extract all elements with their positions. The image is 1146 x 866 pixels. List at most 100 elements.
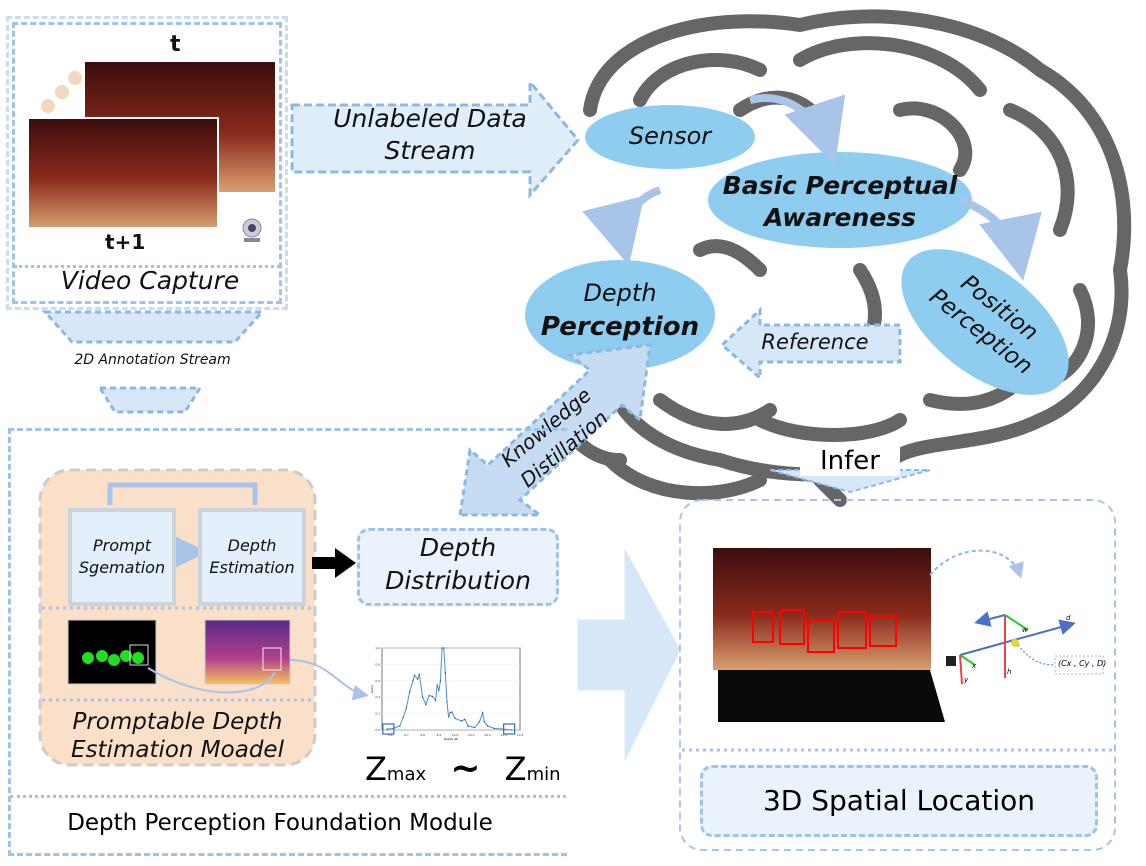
data-point: [451, 711, 453, 713]
annotation-stream-label: 2D Annotation Stream: [74, 352, 231, 368]
data-point: [413, 674, 416, 676]
unlabeled-stream-label: Unlabeled Data Stream: [333, 104, 527, 165]
reference-arrow: [719, 306, 902, 382]
y-tick-label: 1.0: [375, 646, 380, 650]
zmin-sub: min: [526, 764, 561, 785]
data-point: [486, 725, 489, 727]
data-point: [454, 717, 456, 720]
coordinate-label: (Cx , Cy , D): [1058, 659, 1107, 668]
data-point: [418, 673, 420, 675]
data-point: [467, 725, 469, 727]
axis-y-label: y: [964, 676, 969, 684]
data-point: [447, 716, 450, 718]
axis-d-label: d: [1066, 614, 1071, 622]
data-point: [412, 680, 414, 682]
plot-frame: [381, 647, 521, 731]
reference-label: Reference: [761, 330, 869, 354]
depth-est-line1: Depth: [227, 536, 277, 555]
tilde: ~: [450, 748, 481, 789]
distribution-line2: Distribution: [385, 566, 531, 595]
position-perception-node: [901, 249, 1069, 395]
basic-awareness-label: Basic Perceptual Awareness: [722, 171, 958, 232]
frame-t1-label: t+1: [105, 230, 146, 254]
depth-est-line2: Estimation: [209, 558, 295, 577]
data-point: [434, 699, 437, 702]
depth-line2: Perception: [540, 312, 700, 342]
z-range: Zmax ~ Zmin: [365, 748, 565, 789]
3d-axes-diagram: [946, 611, 1104, 685]
sensor-label: Sensor: [628, 122, 712, 150]
data-point: [431, 695, 433, 697]
x-tick-label: 10.0: [452, 733, 459, 737]
distribution-line1: Depth: [419, 533, 497, 562]
data-point: [441, 647, 443, 649]
module-title: Depth Perception Foundation Module: [67, 810, 493, 836]
depth-perception-node: [525, 260, 715, 370]
data-point: [483, 721, 485, 723]
model-line2: Estimation Moadel: [71, 737, 284, 763]
prompt-line1: Prompt: [92, 536, 152, 555]
axis-x-label: x: [972, 662, 977, 670]
divider: [14, 265, 280, 268]
y-tick-label: 0.4: [375, 695, 380, 699]
y-axis-label: Score: [370, 685, 374, 694]
sensor-node: [585, 105, 755, 169]
data-point: [449, 712, 451, 714]
zmax-sub: max: [386, 764, 427, 785]
data-point: [436, 684, 438, 686]
data-point: [409, 691, 411, 693]
x-axis-label: Depth (Z): [444, 737, 459, 741]
x-tick-label: 10.1: [468, 733, 475, 737]
data-point: [511, 729, 513, 731]
brain-outline: [553, 9, 1132, 507]
data-point: [386, 728, 388, 730]
data-point: [460, 720, 463, 722]
data-point: [405, 707, 407, 709]
zmin-marker: [503, 723, 516, 735]
data-point: [428, 694, 430, 697]
data-point: [417, 678, 419, 680]
video-capture-panel: [6, 16, 288, 310]
depth-line1: Depth: [583, 279, 657, 307]
divider: [10, 795, 566, 798]
y-tick-label: 0.6: [375, 679, 380, 683]
output-arrow: [577, 549, 681, 761]
data-point: [473, 726, 476, 729]
infer-label: Infer: [800, 446, 900, 476]
data-point: [493, 727, 495, 729]
data-point: [421, 696, 424, 698]
basic-awareness-node: [708, 152, 972, 248]
x-tick-label: 10.2: [484, 733, 491, 737]
data-point: [443, 647, 445, 649]
data-point: [446, 700, 448, 702]
data-point: [482, 712, 484, 714]
annotation-arrow-top: [41, 310, 266, 344]
x-tick-label: 10.4: [517, 733, 524, 737]
axis-w-label: w: [1022, 626, 1028, 634]
model-line1: Promptable Depth: [72, 709, 283, 735]
data-point: [438, 690, 440, 692]
zmin: Z: [504, 750, 527, 788]
x-tick-label: 9.7: [404, 733, 409, 737]
y-tick-label: 0.8: [375, 662, 380, 666]
y-tick-label: 0.2: [375, 712, 380, 716]
black-arrow: [312, 548, 356, 578]
zmax: Z: [365, 750, 387, 788]
x-tick-label: 9.8: [420, 733, 425, 737]
depth-module-panel: [8, 428, 567, 856]
data-point: [464, 718, 466, 720]
unlabeled-stream-arrow: [290, 77, 580, 199]
prompt-line2: Sgemation: [78, 558, 166, 577]
data-point: [478, 721, 481, 723]
axis-h-label: h: [1007, 668, 1012, 676]
webcam-icon: [242, 218, 262, 242]
x-tick-label: 9.6: [388, 733, 393, 737]
y-tick-label: 0.0: [375, 728, 380, 732]
